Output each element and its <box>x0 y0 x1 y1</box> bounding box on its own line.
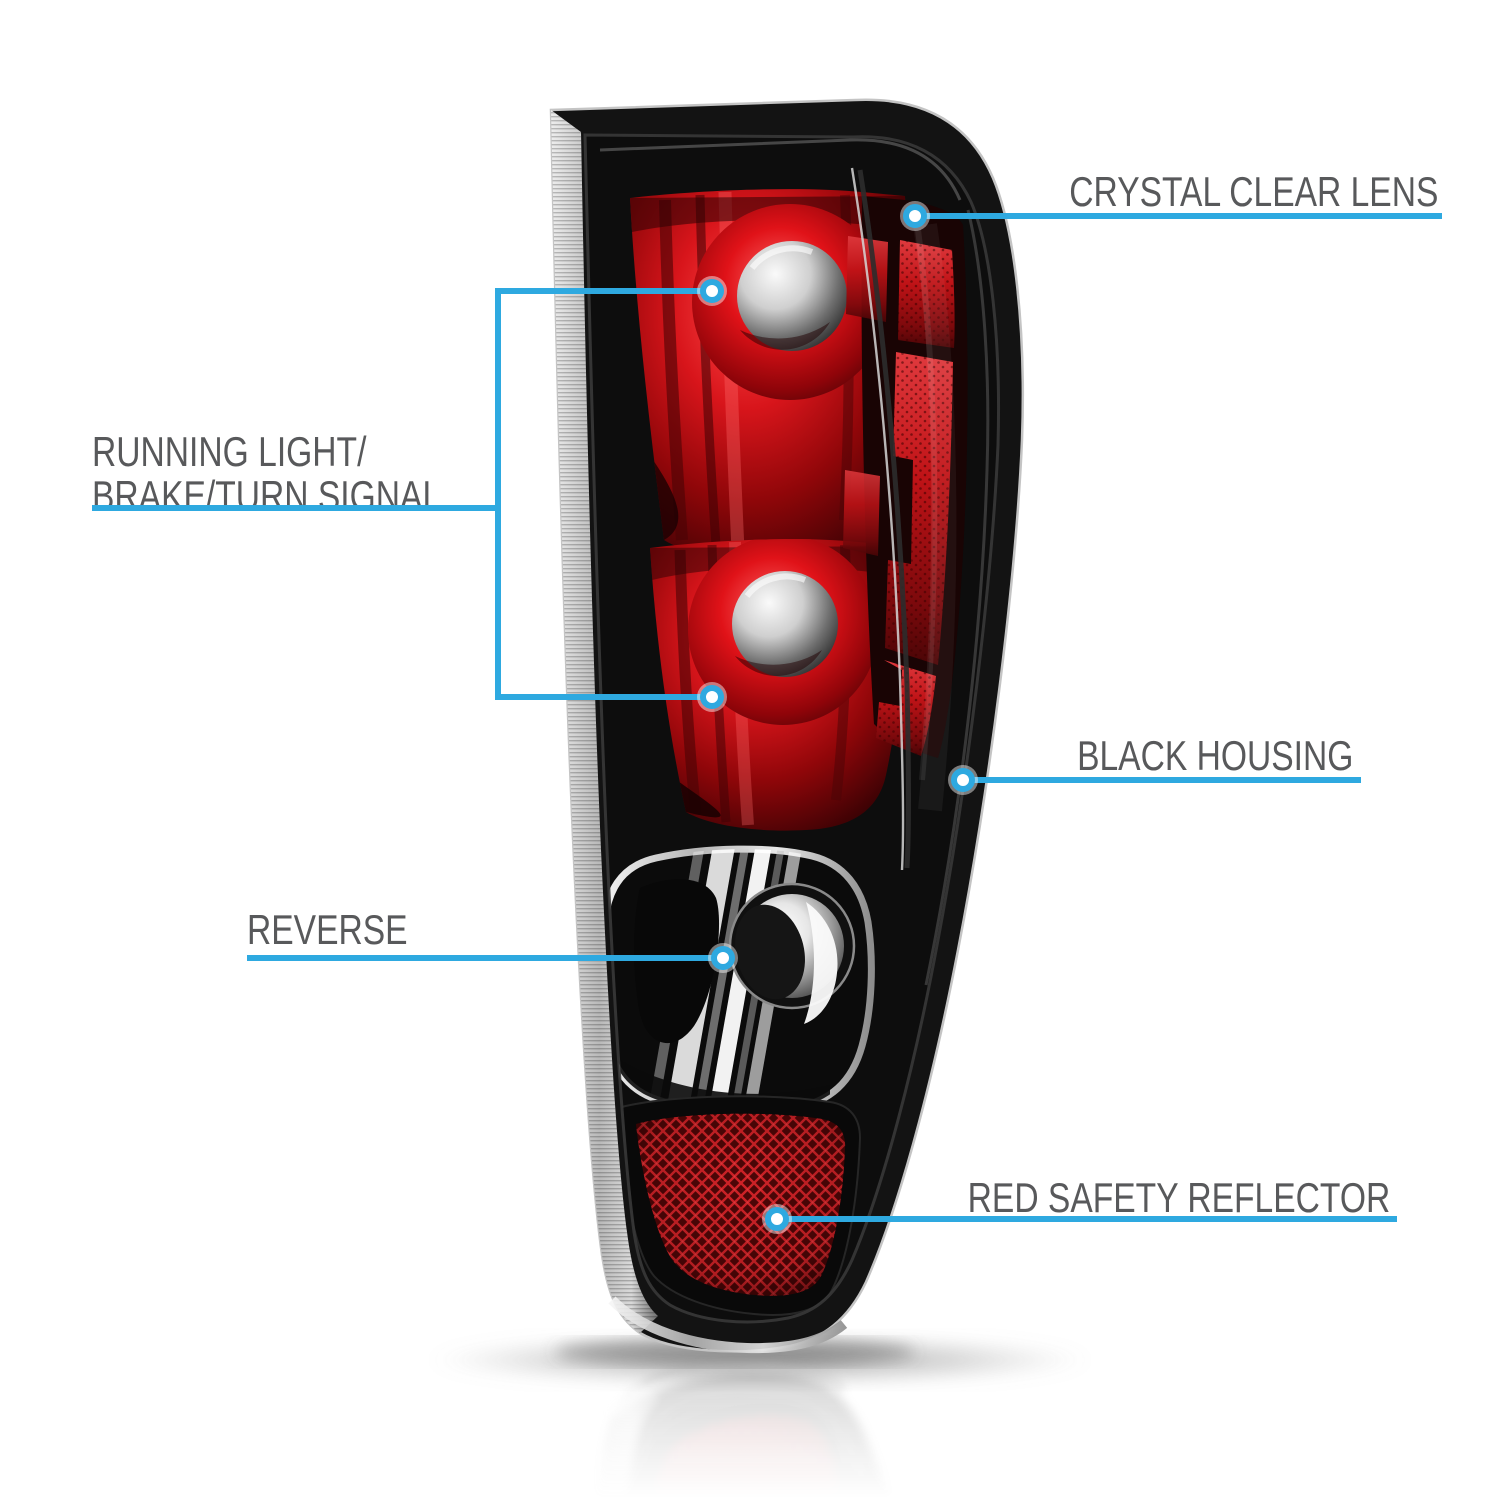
running-light-label-line1: RUNNING LIGHT/ <box>92 428 367 475</box>
reverse-leader-line <box>247 955 723 961</box>
crystal-clear-lens-label: CRYSTAL CLEAR LENS <box>1068 168 1438 215</box>
running-light-marker-dot-lower <box>700 685 724 709</box>
black-housing-label: BLACK HOUSING <box>1076 732 1353 779</box>
reverse-light-unit <box>598 845 875 1116</box>
black-housing-marker-dot <box>951 768 975 792</box>
red-safety-reflector-label: RED SAFETY REFLECTOR <box>967 1174 1390 1221</box>
running-light-marker-dot-upper <box>700 279 724 303</box>
reverse-label: REVERSE <box>247 906 408 953</box>
chrome-edge-strip <box>551 110 658 1333</box>
bulb-cap-lower <box>732 571 838 677</box>
running-light-leader-line-lower <box>498 694 712 700</box>
black-housing-leader-line <box>963 777 1361 783</box>
running-light-lens-upper <box>630 189 908 566</box>
lens-divider-curve <box>850 167 911 871</box>
bulb-cap-upper <box>737 241 847 351</box>
reverse-marker-dot <box>711 946 735 970</box>
running-light-underline <box>92 505 501 511</box>
chrome-bottom-foot <box>608 1296 848 1354</box>
running-light-leader-line-upper <box>498 288 712 294</box>
red-safety-reflector-unit <box>616 1095 862 1316</box>
red-safety-reflector-marker-dot <box>765 1207 789 1231</box>
crystal-clear-lens-leader-line <box>915 213 1442 219</box>
running-light-lens-lower <box>650 539 904 831</box>
lamp-body <box>549 98 1025 1354</box>
red-safety-reflector-leader-line <box>777 1216 1397 1222</box>
running-light-label-line2: BRAKE/TURN SIGNAL <box>92 472 442 519</box>
crystal-clear-lens-marker-dot <box>903 204 927 228</box>
running-light-bracket-vertical <box>495 288 501 700</box>
